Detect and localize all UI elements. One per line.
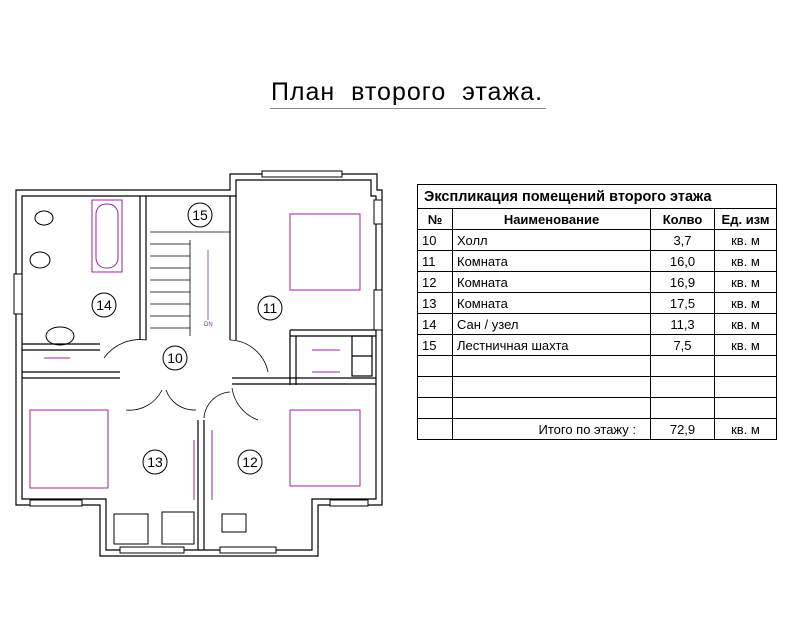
windows: [13, 170, 383, 554]
inner-wall-line: [21, 179, 377, 551]
header-unit: Ед. изм: [714, 208, 777, 230]
room-markers: 14 15 11 10 13 12: [91, 202, 283, 475]
table-caption: Экспликация помещений второго этажа: [417, 184, 777, 209]
desk-icon: [221, 513, 247, 533]
room-label-14: 14: [96, 297, 112, 313]
total-row: Итого по этажу : 72,9 кв. м: [417, 418, 777, 440]
empty-row: [417, 397, 777, 419]
total-unit: кв. м: [714, 418, 777, 440]
empty-row: [417, 376, 777, 398]
header-qty: Колво: [650, 208, 715, 230]
empty-row: [417, 355, 777, 377]
furniture: [29, 199, 361, 545]
interior-walls: [22, 196, 376, 550]
room-label-15: 15: [192, 207, 208, 223]
table-icon: [161, 511, 195, 545]
header-name: Наименование: [452, 208, 651, 230]
room-label-10: 10: [167, 350, 183, 366]
staircase: [150, 231, 230, 336]
explication-table: Экспликация помещений второго этажа № На…: [417, 184, 777, 440]
stair-direction-label: DN: [204, 322, 213, 328]
bed-icon-room11: [289, 213, 361, 291]
doors: [103, 339, 269, 421]
sink-icon: [34, 210, 54, 226]
bed-icon-room12: [289, 409, 361, 487]
total-qty: 72,9: [650, 418, 715, 440]
exterior-walls: [15, 173, 383, 557]
page-title: План второго этажа.: [270, 78, 544, 106]
room-label-12: 12: [242, 454, 258, 470]
total-label: Итого по этажу :: [452, 418, 651, 440]
room-label-13: 13: [147, 454, 163, 470]
outer-wall: [15, 173, 383, 557]
bed-icon-room13: [29, 409, 109, 489]
toilet-icon: [29, 251, 51, 269]
armchair-icon: [113, 513, 149, 545]
washbasin-icon: [45, 326, 75, 346]
header-num: №: [417, 208, 453, 230]
title-underline: [270, 108, 546, 109]
room-label-11: 11: [263, 300, 278, 316]
bathtub-icon: [91, 199, 123, 273]
